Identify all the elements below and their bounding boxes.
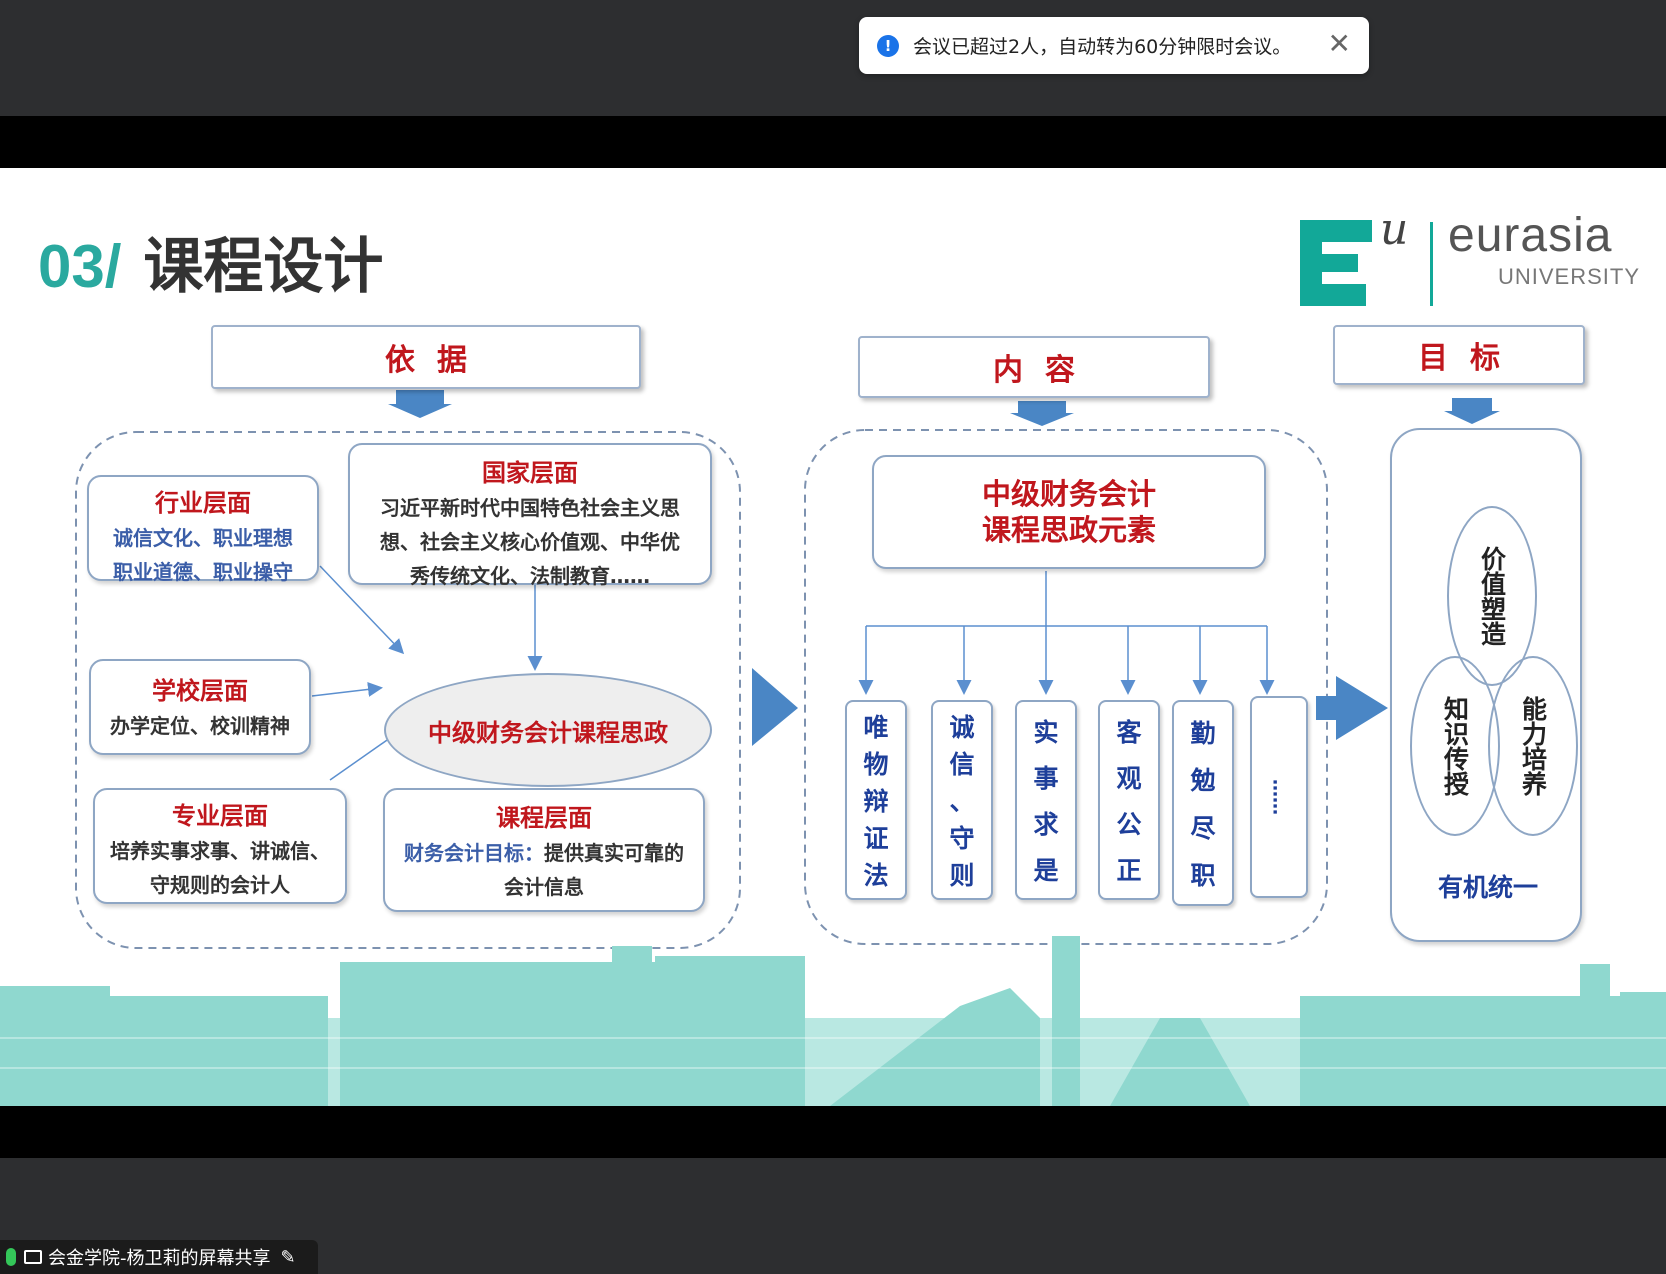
element-materialist-dialectics: 唯物辩证法 bbox=[845, 700, 907, 900]
notification-toast: ! 会议已超过2人，自动转为60分钟限时会议。 ✕ bbox=[859, 17, 1369, 74]
down-arrow-content bbox=[1010, 401, 1074, 426]
header-basis: 依据 bbox=[211, 325, 641, 389]
meeting-top-bar: ! 会议已超过2人，自动转为60分钟限时会议。 ✕ bbox=[0, 0, 1666, 116]
letterbox-top bbox=[0, 116, 1666, 168]
logo-university: UNIVERSITY bbox=[1498, 264, 1641, 289]
right-arrow-1 bbox=[752, 668, 798, 746]
letterbox-bottom bbox=[0, 1106, 1666, 1158]
center-ellipse: 中级财务会计课程思政 bbox=[384, 673, 712, 787]
goal-value-shaping: 价值塑造 bbox=[1447, 506, 1537, 686]
element-diligent-duty: 勤勉尽职 bbox=[1172, 700, 1234, 906]
element-seek-truth: 实事求是 bbox=[1015, 700, 1077, 900]
basis-group-border bbox=[75, 431, 741, 949]
course-title: 课程层面 bbox=[496, 804, 592, 832]
industry-title: 行业层面 bbox=[155, 489, 251, 517]
slide-graphics bbox=[0, 390, 1666, 1106]
element-objective-fair: 客观公正 bbox=[1098, 700, 1160, 900]
down-arrow-basis bbox=[388, 390, 452, 418]
pencil-icon[interactable]: ✎ bbox=[280, 1246, 296, 1268]
right-arrow-2 bbox=[1316, 676, 1388, 740]
course-level-box: 课程层面 财务会计目标：提供真实可靠的 会计信息 bbox=[383, 788, 705, 912]
goal-ability-development: 能力培养 bbox=[1488, 656, 1578, 836]
header-content: 内容 bbox=[858, 336, 1210, 398]
eurasia-logo: u eurasia UNIVERSITY bbox=[1300, 204, 1641, 308]
header-goal: 目标 bbox=[1333, 325, 1585, 385]
screen-share-indicator[interactable]: 会金学院-杨卫莉的屏幕共享 ✎ bbox=[0, 1240, 318, 1274]
major-level-box: 专业层面 培养实事求事、讲诚信、 守规则的会计人 bbox=[93, 788, 347, 904]
nation-title: 国家层面 bbox=[482, 459, 578, 487]
nation-level-box: 国家层面 习近平新时代中国特色社会主义思 想、社会主义核心价值观、中华优 秀传统… bbox=[348, 443, 712, 588]
goal-box: 价值塑造 知识传授 能力培养 有机统一 bbox=[1390, 428, 1582, 942]
element-integrity-rules: 诚信、守则 bbox=[931, 700, 993, 900]
element-more: …… bbox=[1250, 696, 1308, 898]
major-title: 专业层面 bbox=[172, 802, 268, 830]
mic-icon bbox=[6, 1248, 16, 1266]
skyline-decoration bbox=[0, 936, 1666, 1106]
goal-knowledge-transfer: 知识传授 bbox=[1410, 656, 1500, 836]
title-number: 03/ bbox=[38, 233, 122, 300]
down-arrow-goal bbox=[1444, 398, 1500, 424]
content-group-border bbox=[804, 429, 1328, 945]
screen-share-icon bbox=[24, 1250, 42, 1264]
ideological-elements-box: 中级财务会计 课程思政元素 bbox=[872, 455, 1266, 569]
screen-share-label: 会金学院-杨卫莉的屏幕共享 bbox=[48, 1248, 271, 1269]
skyline-stripes bbox=[0, 1037, 1666, 1069]
goal-unified-label: 有机统一 bbox=[1437, 873, 1538, 902]
notification-message: 会议已超过2人，自动转为60分钟限时会议。 bbox=[913, 36, 1292, 58]
info-icon: ! bbox=[877, 34, 899, 57]
title-text: 课程设计 bbox=[143, 232, 384, 302]
shared-slide: 03/课程设计 u eurasia UNIVERSITY 依据 内容 目标 行业… bbox=[0, 168, 1666, 1106]
industry-level-box: 行业层面 诚信文化、职业理想 职业道德、职业操守 bbox=[87, 475, 319, 584]
logo-e-mark bbox=[1300, 220, 1372, 306]
school-title: 学校层面 bbox=[152, 677, 248, 705]
arrow-industry bbox=[319, 565, 405, 655]
arrow-school bbox=[311, 681, 383, 697]
logo-u: u bbox=[1380, 204, 1409, 255]
slide-title: 03/课程设计 bbox=[38, 218, 383, 305]
close-icon[interactable]: ✕ bbox=[1327, 27, 1351, 60]
school-level-box: 学校层面 办学定位、校训精神 bbox=[89, 659, 311, 755]
logo-brand: eurasia bbox=[1448, 209, 1613, 262]
